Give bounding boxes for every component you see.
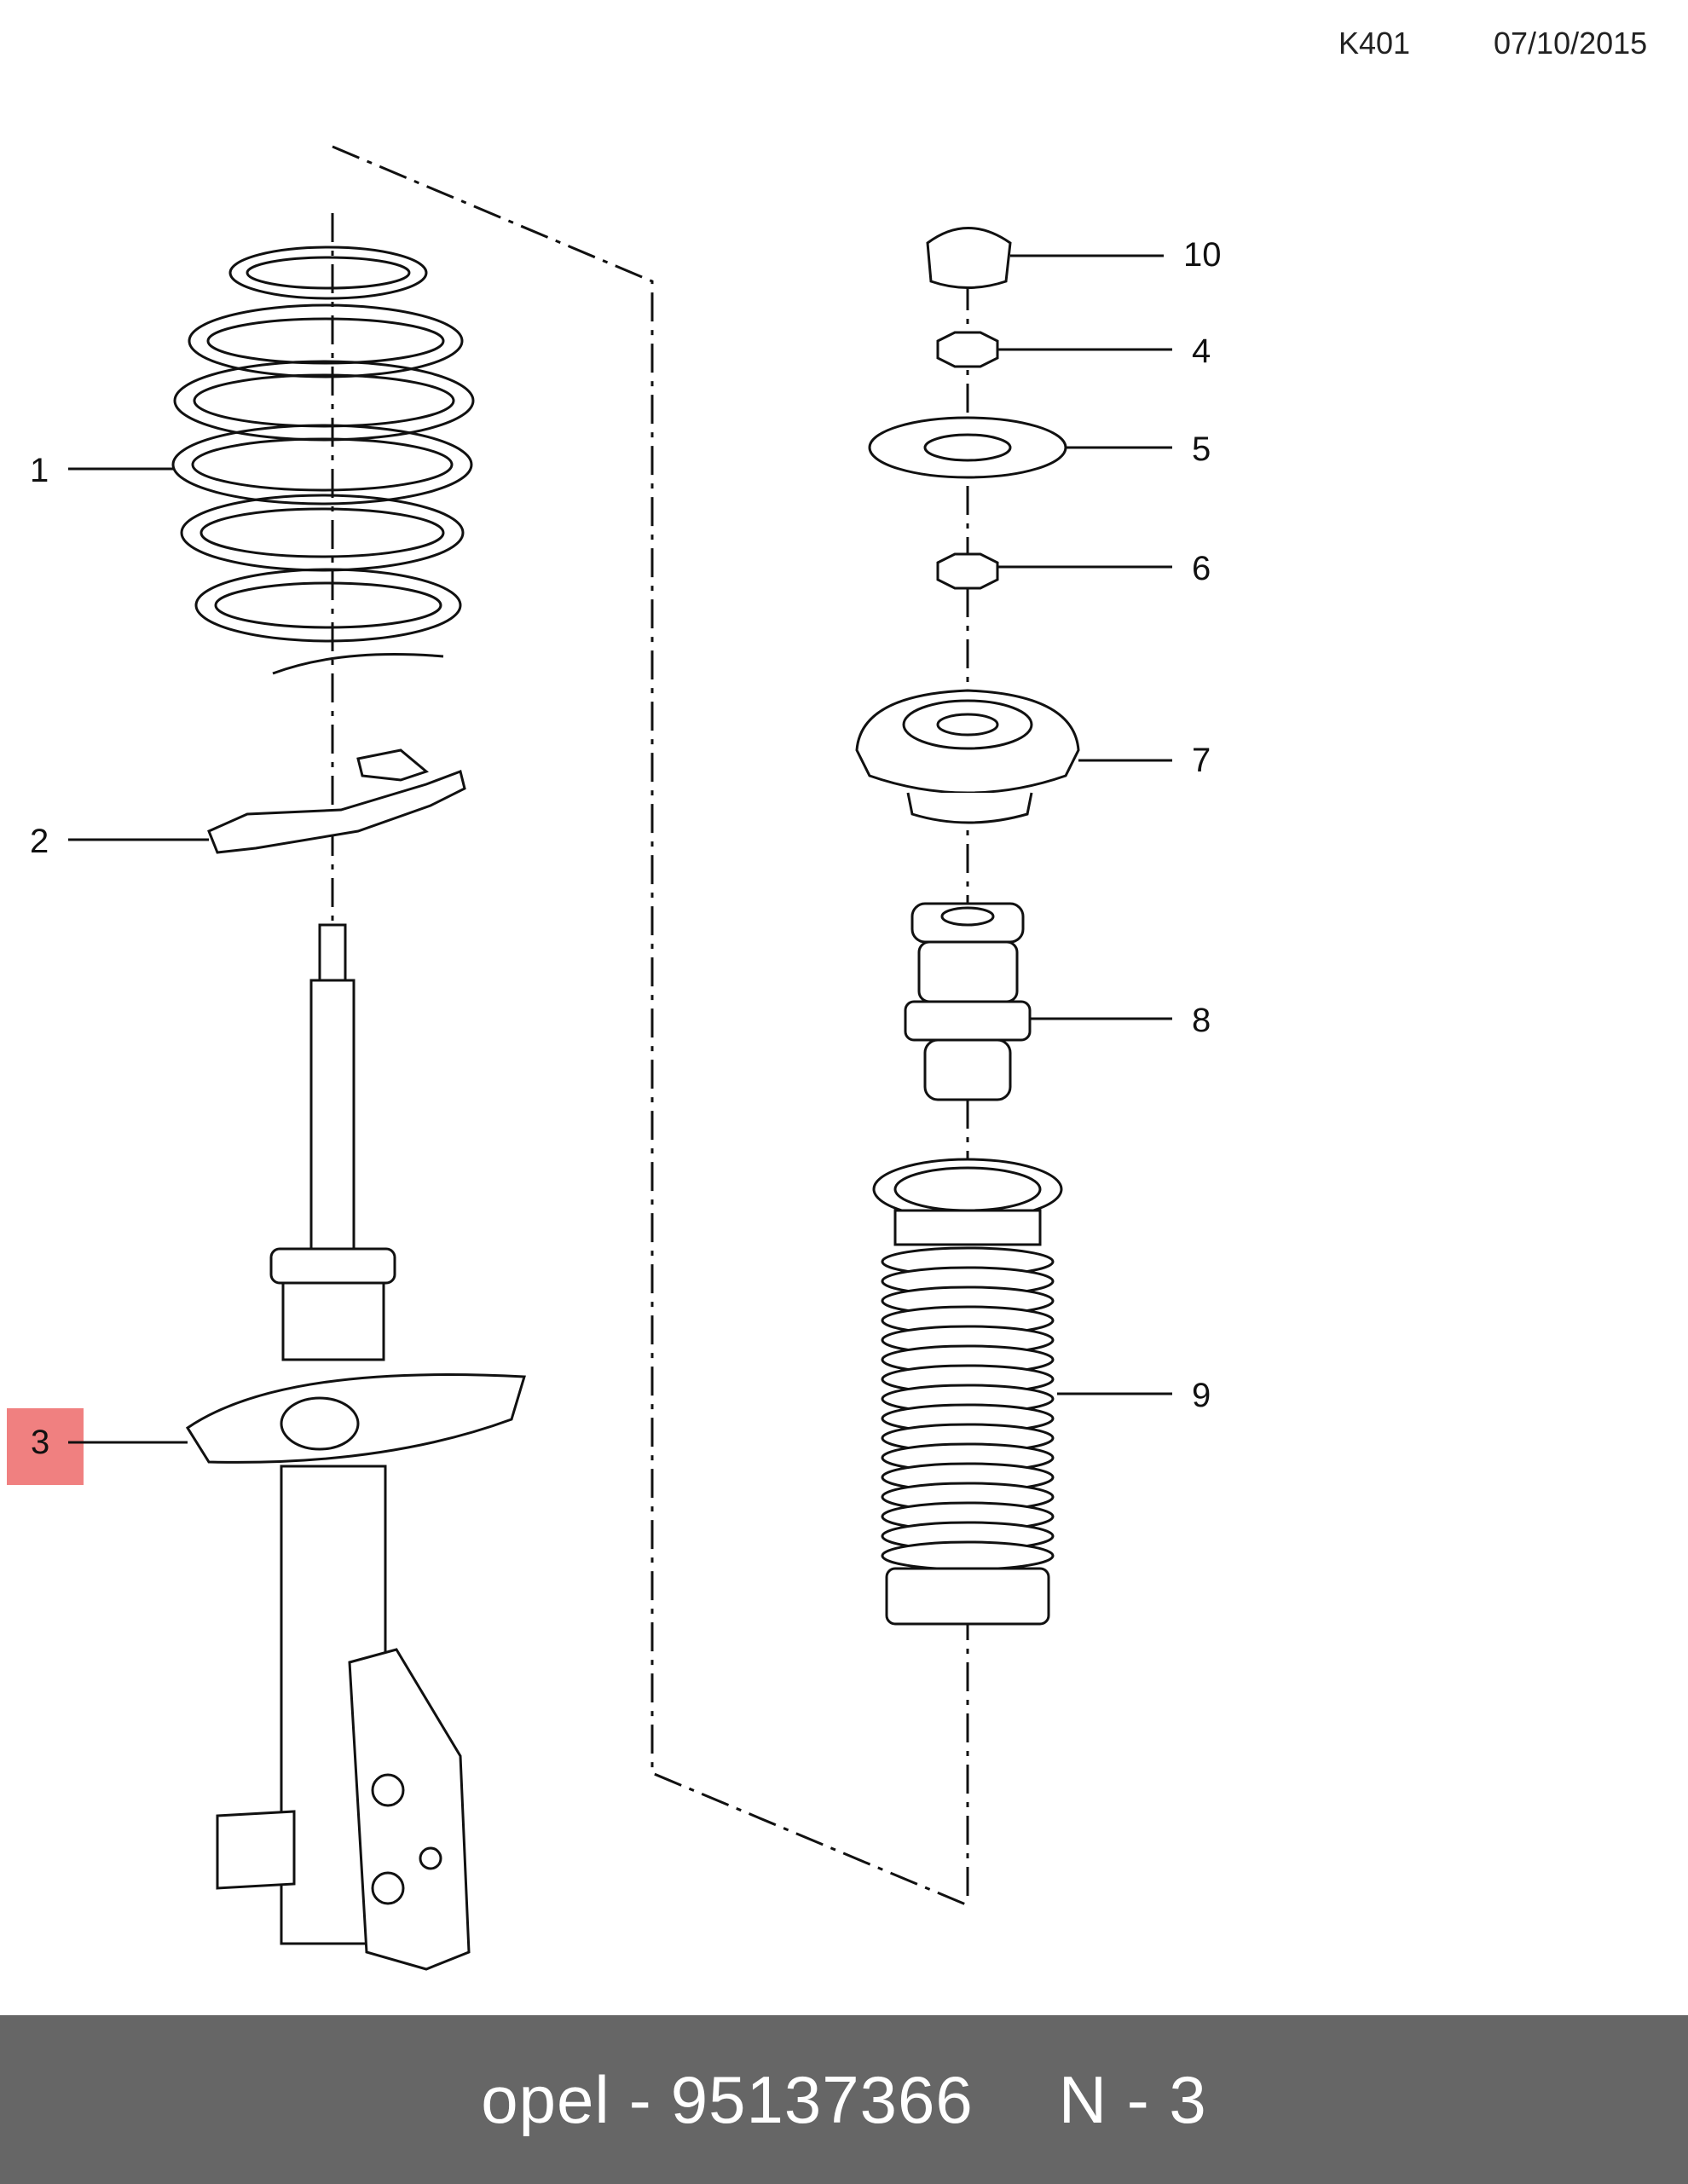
footer-part-number: 95137366 [670, 2061, 974, 2137]
callout-3: 3 [7, 1408, 188, 1485]
callout-6: 6 [997, 550, 1211, 587]
callout-4: 4 [997, 332, 1211, 370]
dust-boot [872, 1158, 1063, 1626]
callout-5: 5 [1066, 430, 1211, 468]
callout-3-highlight [7, 1408, 84, 1485]
svg-text:6: 6 [1192, 550, 1211, 587]
svg-text:10: 10 [1183, 236, 1222, 274]
exploded-view: 1 2 3 10 4 5 6 7 [7, 145, 1222, 1971]
svg-text:8: 8 [1192, 1002, 1211, 1039]
footer-reference: N - 3 [1058, 2061, 1207, 2137]
svg-text:4: 4 [1192, 332, 1211, 370]
footer-brand: opel [481, 2061, 610, 2137]
assembly-frame [332, 145, 968, 1907]
coil-spring [171, 246, 475, 675]
footer-bar: opel - 95137366 N - 3 [0, 2015, 1688, 2184]
strut-assembly [185, 923, 526, 1971]
svg-text:3: 3 [31, 1424, 49, 1461]
callout-9: 9 [1057, 1377, 1211, 1414]
spring-isolator [207, 748, 466, 854]
svg-text:9: 9 [1192, 1377, 1211, 1414]
svg-text:7: 7 [1192, 742, 1211, 779]
callout-1: 1 [30, 452, 175, 489]
diagram-date: 07/10/2015 [1494, 26, 1648, 61]
bump-stop [904, 902, 1032, 1101]
callout-10: 10 [1010, 236, 1222, 274]
callout-8: 8 [1030, 1002, 1211, 1039]
bellows-ring [881, 1540, 1055, 1571]
dust-cap [926, 227, 1012, 289]
diagram-code: K401 [1338, 26, 1411, 61]
top-nut [936, 331, 999, 368]
washer [868, 416, 1067, 479]
strut-mount [855, 689, 1080, 824]
svg-text:1: 1 [30, 452, 49, 489]
callout-2: 2 [30, 823, 209, 860]
svg-text:5: 5 [1192, 430, 1211, 468]
callout-7: 7 [1078, 742, 1211, 779]
lock-nut [936, 552, 999, 590]
svg-text:2: 2 [30, 823, 49, 860]
footer-separator: - [628, 2061, 652, 2137]
